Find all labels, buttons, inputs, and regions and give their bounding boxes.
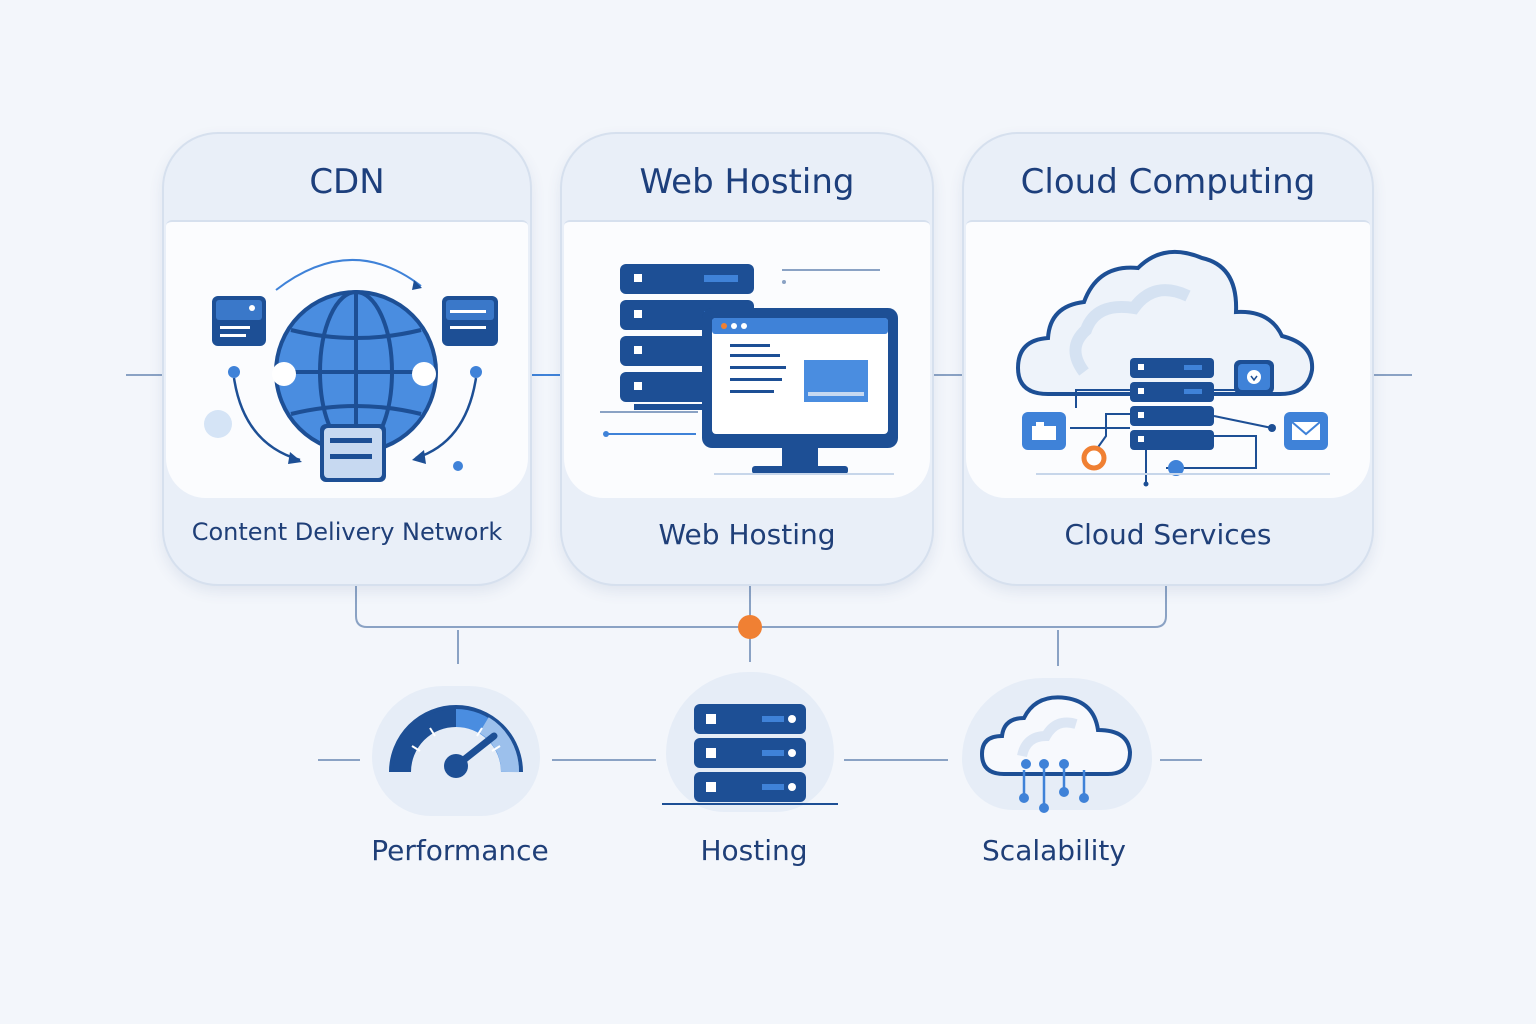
web-hosting-card-title: Web Hosting: [639, 162, 855, 202]
cloud-computing-card: Cloud Computing: [962, 132, 1374, 586]
cloud-computing-card-title: Cloud Computing: [1020, 162, 1316, 202]
cdn-card-caption: Content Delivery Network: [191, 518, 503, 546]
hosting-label: Hosting: [700, 834, 808, 867]
performance-label: Performance: [371, 834, 549, 867]
cloud-server-icon: [1015, 250, 1330, 487]
cloud-computing-card-caption: Cloud Services: [1064, 518, 1272, 551]
server-rack-icon: [662, 704, 838, 805]
cloud-network-icon: [979, 695, 1133, 813]
cloud-computing-card-panel: [966, 220, 1370, 498]
cdn-card: CDN: [162, 132, 532, 586]
scalability-label: Scalability: [982, 834, 1126, 867]
web-hosting-card: Web Hosting: [560, 132, 934, 586]
web-hosting-card-caption: Web Hosting: [658, 518, 836, 551]
speedometer-icon: [389, 705, 523, 778]
cdn-card-title: CDN: [309, 162, 385, 202]
globe-network-icon: [204, 259, 498, 482]
web-hosting-card-panel: [564, 220, 930, 498]
cdn-card-panel: [166, 220, 528, 498]
server-monitor-icon: [600, 264, 898, 475]
